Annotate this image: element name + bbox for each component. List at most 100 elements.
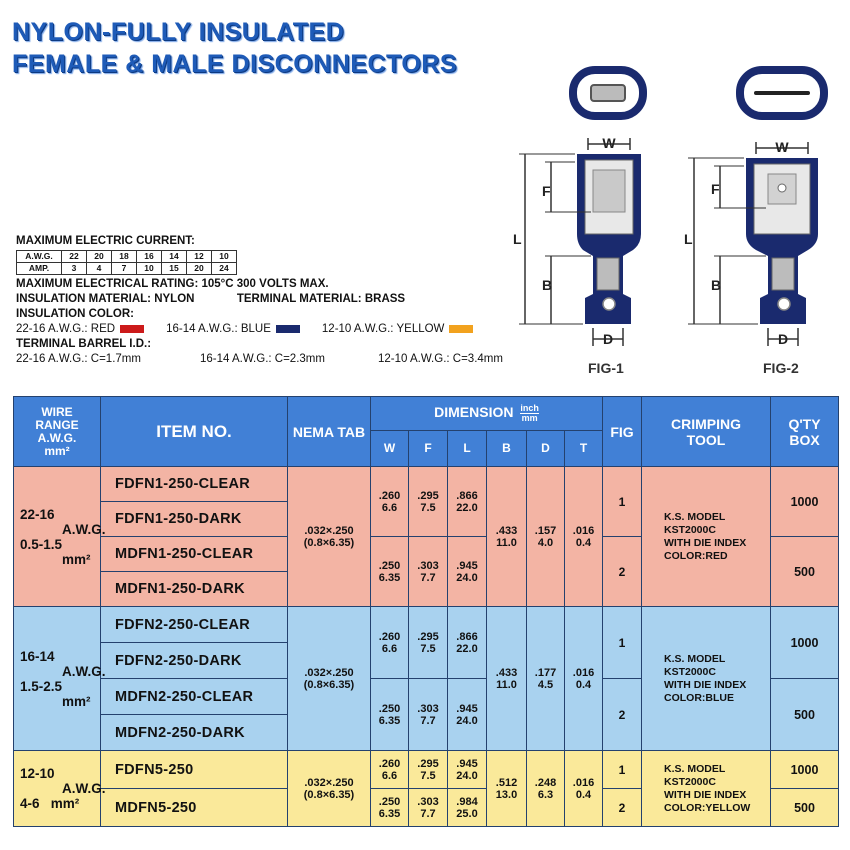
fig2-d-label: D xyxy=(778,331,788,347)
header-dim-w: W xyxy=(370,430,409,467)
barrel-red: 22-16 A.W.G.: C=1.7mm xyxy=(16,353,141,365)
header-dim-l: L xyxy=(447,430,487,467)
red-swatch xyxy=(120,324,145,333)
title-line-2: FEMALE & MALE DISCONNECTORS xyxy=(12,50,457,78)
fig1-drawing: W L F B D xyxy=(513,66,647,347)
fig2-b-label: B xyxy=(711,277,721,293)
amp-cell: 7 xyxy=(111,262,137,275)
fig2-f-label: F xyxy=(711,181,720,197)
qty-box: 1000 xyxy=(770,466,839,537)
header-dim-d: D xyxy=(526,430,565,467)
awg-cell: 14 xyxy=(161,250,187,263)
qty-box: 1000 xyxy=(770,606,839,679)
blue-swatch xyxy=(275,324,300,333)
color-label-blue: 16-14 A.W.G.: BLUE xyxy=(166,323,271,335)
amp-header: AMP. xyxy=(16,262,62,275)
nema-cell: .032×.250(0.8×6.35) xyxy=(287,750,371,827)
awg-cell: 16 xyxy=(136,250,162,263)
item-no: FDFN2-250-DARK xyxy=(100,642,288,679)
nema-cell: .032×.250(0.8×6.35) xyxy=(287,606,371,751)
awg-cell: 20 xyxy=(86,250,112,263)
qty-box: 500 xyxy=(770,788,839,827)
fig1-label: FIG-1 xyxy=(588,360,624,376)
fig2-drawing: W L F B D xyxy=(684,66,828,347)
awg-cell: 10 xyxy=(211,250,237,263)
fig2-l-label: L xyxy=(684,231,693,247)
insulation-material: INSULATION MATERIAL: NYLON xyxy=(16,293,195,305)
awg-cell: 12 xyxy=(186,250,212,263)
fig-number: 2 xyxy=(602,788,642,827)
fig1-f-label: F xyxy=(542,183,551,199)
terminal-material: TERMINAL MATERIAL: BRASS xyxy=(236,293,406,305)
amp-cell: 10 xyxy=(136,262,162,275)
item-no: MDFN2-250-DARK xyxy=(100,714,288,751)
fig-number: 2 xyxy=(602,678,642,751)
current-table: A.W.G. 22 20 18 16 14 12 10 AMP. 3 4 7 1… xyxy=(16,250,237,275)
header-dim-t: T xyxy=(564,430,603,467)
amp-cell: 4 xyxy=(86,262,112,275)
item-no: FDFN5-250 xyxy=(100,750,288,789)
header-fig: FIG xyxy=(602,396,642,467)
header-item-no: ITEM NO. xyxy=(100,396,288,467)
item-no: FDFN1-250-DARK xyxy=(100,501,288,537)
title-line-1: NYLON-FULLY INSULATED xyxy=(12,18,345,46)
fig-number: 1 xyxy=(602,606,642,679)
fig-number: 1 xyxy=(602,750,642,789)
amp-cell: 20 xyxy=(186,262,212,275)
fig2-label: FIG-2 xyxy=(763,360,799,376)
barrel-label: TERMINAL BARREL I.D.: xyxy=(16,338,152,350)
fig-number: 1 xyxy=(602,466,642,537)
item-no: MDFN1-250-DARK xyxy=(100,571,288,607)
rating-text: MAXIMUM ELECTRICAL RATING: 105°C 300 VOL… xyxy=(16,278,329,290)
yellow-swatch xyxy=(449,324,474,333)
fig1-b-label: B xyxy=(542,277,552,293)
item-no: MDFN1-250-CLEAR xyxy=(100,536,288,572)
fig1-w-label: W xyxy=(602,135,616,151)
current-label: MAXIMUM ELECTRIC CURRENT: xyxy=(16,235,195,247)
barrel-yellow: 12-10 A.W.G.: C=3.4mm xyxy=(378,353,503,365)
item-no: MDFN5-250 xyxy=(100,788,288,827)
item-no: MDFN2-250-CLEAR xyxy=(100,678,288,715)
header-dim-f: F xyxy=(408,430,448,467)
fig1-l-label: L xyxy=(513,231,522,247)
awg-header: A.W.G. xyxy=(16,250,62,263)
color-label-yellow: 12-10 A.W.G.: YELLOW xyxy=(321,323,445,335)
item-no: FDFN1-250-CLEAR xyxy=(100,466,288,502)
qty-box: 1000 xyxy=(770,750,839,789)
